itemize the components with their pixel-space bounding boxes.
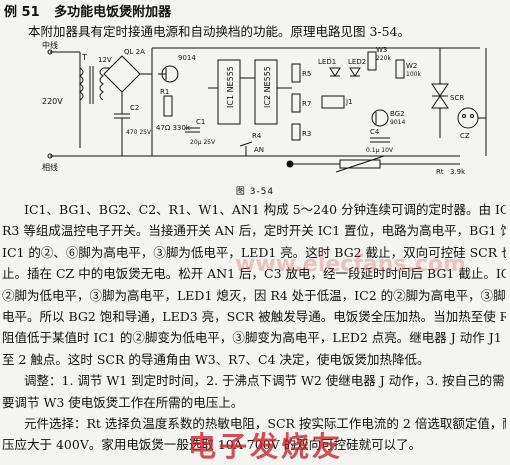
transformer: T 12V (79, 52, 112, 148)
svg-text:IC1 NE555: IC1 NE555 (226, 66, 235, 108)
led-group: LED1 LED2 (318, 58, 366, 77)
resistor-r1: 47Ω 330k R1 (156, 88, 191, 132)
paragraph-line: 阻值低于某值时 IC1 的②脚变为低电平，③脚变为高电平，LED2 点亮。继电器… (2, 330, 506, 346)
svg-text:C4: C4 (370, 128, 380, 136)
example-title: 多功能电饭煲附加器 (54, 5, 172, 20)
example-number: 例 51 (4, 5, 40, 20)
relay-j1: J1 (321, 95, 353, 109)
svg-text:47Ω 330k: 47Ω 330k (156, 124, 191, 132)
ic1-ne555: IC1 NE555 (208, 59, 255, 125)
paragraph-line: 止。插在 CZ 中的电饭煲无电。松开 AN1 后，C3 放电，经一段延时时间后 … (2, 266, 506, 282)
label-ql: QL 2A (124, 48, 145, 56)
thermistor-rt: Rt 3.9k (286, 155, 466, 176)
circuit-diagram: 中线 相线 220V T 12V QL 2A C2 47 (42, 40, 487, 176)
svg-text:C2: C2 (130, 104, 139, 112)
svg-text:AN: AN (254, 146, 264, 154)
paragraph-line: IC1、BG1、BG2、C2、R1、W1、AN1 构成 5～240 分钟连续可调… (24, 202, 506, 217)
potentiometer-group: W3 220k W2 100k C4 0.1μ 10V (366, 46, 421, 154)
svg-text:0.1μ 10V: 0.1μ 10V (366, 147, 394, 154)
svg-text:C1: C1 (196, 118, 205, 126)
svg-text:J1: J1 (345, 98, 353, 106)
example-heading: 例 51 多功能电饭煲附加器 (4, 1, 171, 20)
transistor-bg1: 9014 (158, 54, 196, 83)
label-live: 中线 (42, 40, 58, 50)
paragraph-line: 要调节 W3 使电饭煲工作在所需的电压上。 (2, 394, 244, 410)
capacitor-c2: C2 470 25V (114, 92, 152, 156)
svg-text:LED2: LED2 (348, 58, 366, 66)
svg-text:R3: R3 (302, 130, 311, 138)
svg-text:SCR: SCR (450, 94, 464, 102)
svg-text:R4: R4 (252, 132, 262, 140)
paragraph-line: R3 等组成温控电子开关。当接通开关 AN 后，定时开关 IC1 置位，电路为高… (2, 223, 506, 239)
svg-text:20μ 25V: 20μ 25V (190, 139, 216, 146)
svg-text:W2: W2 (406, 62, 417, 70)
intro-text: 本附加器具有定时接通电源和自动换档的功能。原理电路见图 3-54。 (28, 24, 411, 39)
svg-text:470 25V: 470 25V (126, 129, 152, 136)
svg-text:R7: R7 (302, 100, 311, 108)
svg-text:R5: R5 (302, 70, 311, 78)
svg-text:LED1: LED1 (318, 58, 336, 66)
capacitor-c1: C1 20μ 25V (185, 118, 216, 146)
svg-text:9014: 9014 (178, 54, 196, 62)
label-neutral: 相线 (42, 162, 58, 172)
svg-text:9014: 9014 (390, 119, 405, 126)
svg-text:R1: R1 (160, 88, 169, 96)
watermark-logo: 电子发烧友 (188, 430, 344, 463)
body-text: IC1、BG1、BG2、C2、R1、W1、AN1 构成 5～240 分钟连续可调… (2, 199, 506, 456)
paragraph-line: 元件选择：Rt 选择负温度系数的热敏电阻，SCR 按实际工作电流的 2 倍选取额… (24, 416, 506, 432)
svg-text:220k: 220k (376, 55, 391, 62)
terminal-live (47, 49, 53, 55)
svg-text:Rt: Rt (436, 168, 444, 176)
ic2-ne555: IC2 NE555 R4 (252, 59, 292, 140)
svg-text:W3: W3 (376, 46, 387, 54)
label-transformer: T (81, 53, 87, 62)
watermark-url: www.elecfans.com (235, 252, 466, 277)
figure-caption: 图 3-54 (235, 187, 275, 197)
rectifier-bridge: QL 2A (103, 48, 153, 156)
paragraph-line: ②脚为低电平，③脚为高电平，LED1 熄灭，因 R4 处于低温，IC2 的②脚为… (2, 287, 506, 303)
label-220v: 220V (42, 97, 63, 106)
paragraph-line: 至 2 触点。这时 SCR 的导通角由 W3、R7、C4 决定，使电饭煲加热降低… (2, 351, 430, 367)
svg-text:CZ: CZ (460, 132, 470, 140)
paragraph-line: 调整：1. 调节 W1 到定时时间，2. 于沸点下调节 W2 使继电器 J 动作… (24, 373, 505, 389)
terminal-neutral (47, 153, 53, 159)
switch-an: AN (239, 141, 264, 156)
svg-text:IC2 NE555: IC2 NE555 (263, 66, 272, 108)
transistor-bg2: BG2 9014 (371, 109, 405, 127)
svg-text:BG2: BG2 (390, 110, 405, 118)
socket-cz: CZ (457, 48, 487, 156)
svg-text:100k: 100k (406, 71, 421, 78)
scr-thyristor: SCR (431, 48, 464, 138)
paragraph-line: IC1 的②、⑥脚为高电平，③脚为低电平，LED1 亮。这时 BG2 截止，双向… (2, 244, 506, 260)
paragraph-line: 电平。所以 BG2 饱和导通，LED3 亮，SCR 被触发导通。电饭煲全压加热。… (2, 309, 506, 325)
label-12v: 12V (98, 56, 112, 64)
paragraph-line: 压应大于 400V。家用电饭煲一般选取 10A 700V 的双向可控硅就可以了。 (2, 437, 422, 453)
svg-text:3.9k: 3.9k (450, 168, 466, 176)
resistor-group: R5 R7 R3 (291, 63, 311, 141)
